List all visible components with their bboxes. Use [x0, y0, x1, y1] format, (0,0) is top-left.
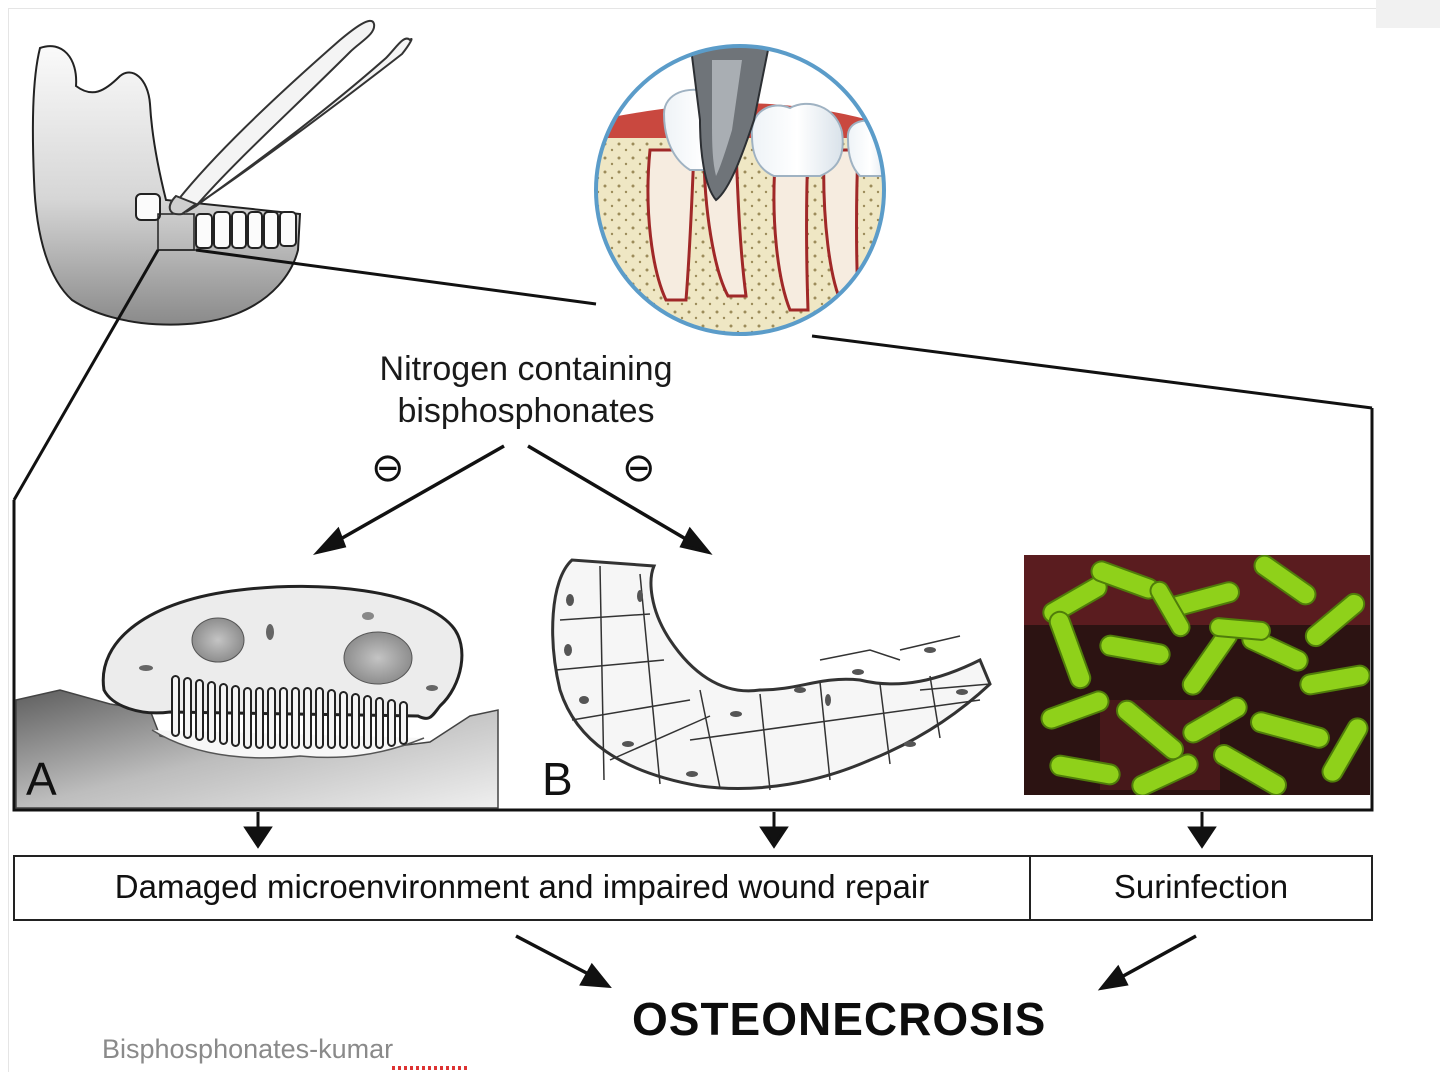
corner-tab: [1376, 0, 1440, 28]
bacteria-micrograph: [1024, 555, 1370, 795]
panel-b-letter: B: [542, 753, 573, 805]
spellcheck-underline: [392, 1066, 468, 1070]
damaged-microenvironment-label: Damaged microenvironment and impaired wo…: [114, 868, 930, 905]
inhibition-symbol-left: ⊖: [371, 446, 405, 490]
inhibition-arrows: [312, 444, 713, 555]
panel-a-letter: A: [26, 753, 57, 805]
osteonecrosis-label: OSTEONECROSIS: [632, 993, 1047, 1045]
zoom-connector-lines: [12, 248, 1373, 501]
surinfection-label: Surinfection: [1113, 868, 1289, 905]
panel-a-osteoclast: [15, 584, 499, 809]
panel-b-epithelium: [551, 558, 992, 791]
convergence-arrows: [515, 934, 1197, 991]
page-frame: [8, 8, 1428, 1072]
bisphosphonates-label: Nitrogen containing bisphosphonates: [300, 348, 752, 432]
context-frame: [12, 408, 1374, 812]
forceps-illustration: [168, 19, 413, 216]
tooth-extraction-inset: [594, 44, 886, 336]
label-boxes: [13, 855, 1373, 921]
inhibition-symbol-right: ⊖: [622, 446, 656, 490]
bisphosphonates-label-line-1: Nitrogen containing: [379, 350, 673, 388]
credit-label: Bisphosphonates-kumar: [102, 1034, 394, 1064]
down-arrows: [243, 812, 1217, 849]
bisphosphonates-label-line-2: bisphosphonates: [397, 392, 655, 430]
mandible-illustration: [31, 45, 302, 326]
